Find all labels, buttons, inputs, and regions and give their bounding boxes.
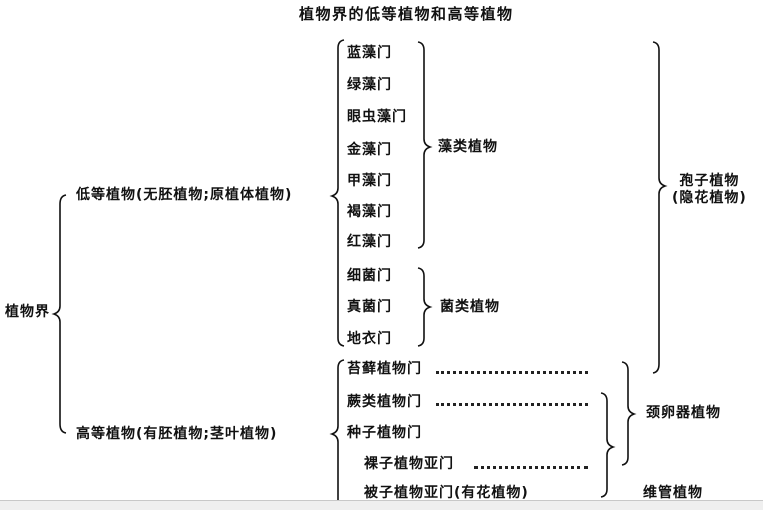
brace-higher-plants xyxy=(329,359,345,500)
brace-algae xyxy=(417,41,433,249)
brace-vascular xyxy=(600,392,616,498)
phylum-lichenes: 地衣门 xyxy=(347,331,392,347)
phylum-pyrrophyta: 甲藻门 xyxy=(347,173,392,189)
brace-lower-plants xyxy=(329,39,345,347)
spore-plants-line1: 孢子植物 xyxy=(679,173,740,189)
algae-group-label: 藻类植物 xyxy=(438,139,498,155)
vascular-plants-label: 维管植物 xyxy=(643,485,703,501)
dotted-leader xyxy=(436,399,588,406)
dotted-leader xyxy=(474,462,588,469)
phylum-spermatophyta: 种子植物门 xyxy=(347,425,422,441)
brace-spore-plants xyxy=(652,41,668,374)
phylum-rhodophyta: 红藻门 xyxy=(347,234,392,250)
higher-plants-label: 高等植物(有胚植物;茎叶植物) xyxy=(76,426,278,442)
dotted-leader xyxy=(436,367,588,374)
subphylum-gymnospermae: 裸子植物亚门 xyxy=(364,456,454,472)
phylum-bacteria: 细菌门 xyxy=(347,268,392,284)
lower-plants-label: 低等植物(无胚植物;原植体植物) xyxy=(76,187,293,203)
brace-fungi xyxy=(417,267,433,347)
phylum-chlorophyta: 绿藻门 xyxy=(347,77,392,93)
phylum-eumycophyta: 真菌门 xyxy=(347,299,392,315)
phylum-chrysophyta: 金藻门 xyxy=(347,142,392,158)
phylum-phaeophyta: 褐藻门 xyxy=(347,204,392,220)
subphylum-angiospermae: 被子植物亚门(有花植物) xyxy=(364,485,529,501)
window-bottom-bar xyxy=(0,500,763,510)
phylum-bryophyta: 苔藓植物门 xyxy=(347,361,422,377)
spore-plants-label: 孢子植物 (隐花植物) xyxy=(672,173,747,207)
phylum-cyanophyta: 蓝藻门 xyxy=(347,45,392,61)
phylum-euglenophyta: 眼虫藻门 xyxy=(347,109,407,125)
brace-root xyxy=(51,194,67,434)
archegoniatae-label: 颈卵器植物 xyxy=(646,405,721,421)
spore-plants-line2: (隐花植物) xyxy=(672,190,747,206)
phylum-pteridophyta: 蕨类植物门 xyxy=(347,394,422,410)
fungi-group-label: 菌类植物 xyxy=(440,299,500,315)
root-label-plant-kingdom: 植物界 xyxy=(5,304,50,320)
brace-archegoniatae xyxy=(621,361,637,466)
diagram-title: 植物界的低等植物和高等植物 xyxy=(299,5,514,23)
